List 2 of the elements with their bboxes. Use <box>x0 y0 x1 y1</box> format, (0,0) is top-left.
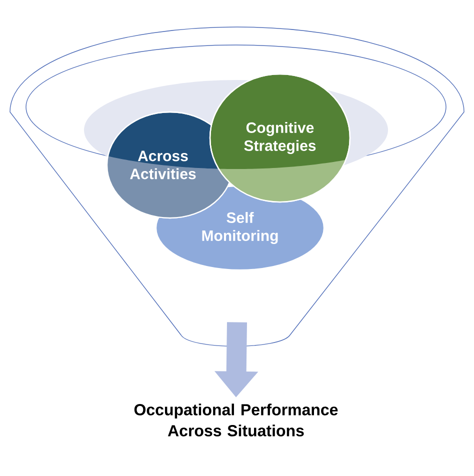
ellipse-node: Cognitive Strategies <box>209 73 351 203</box>
outcome-text: Occupational Performance Across Situations <box>134 404 338 436</box>
